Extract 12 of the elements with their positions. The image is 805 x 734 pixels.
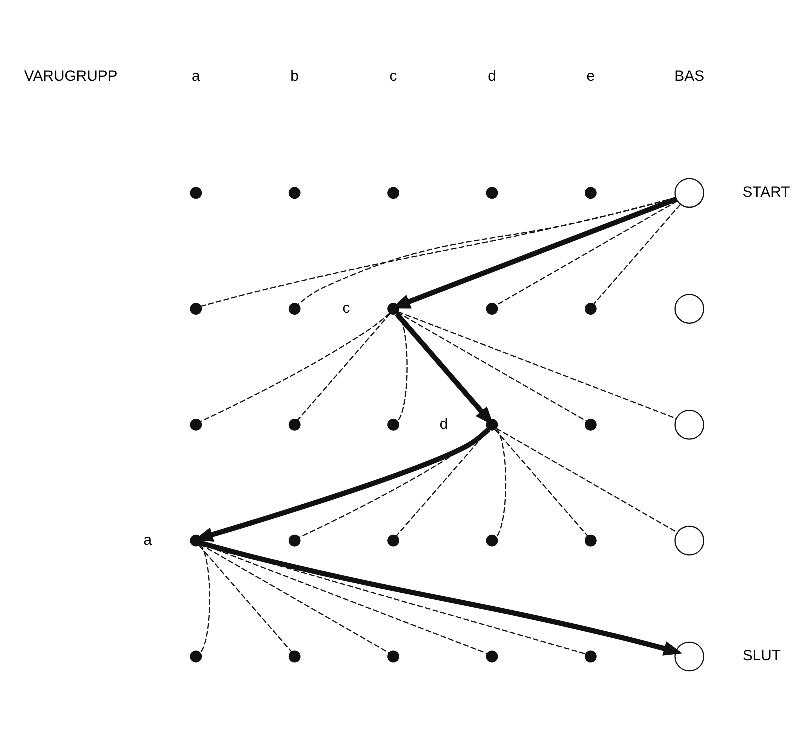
label: BAS: [674, 69, 704, 86]
label: c: [389, 69, 397, 86]
node-label: SLUT: [742, 648, 780, 665]
node-label: c: [342, 300, 350, 317]
label: e: [586, 69, 595, 86]
node-label: a: [143, 532, 152, 549]
node-label: d: [439, 416, 448, 433]
node-label: START: [742, 185, 790, 202]
label: b: [290, 69, 298, 86]
label: VARUGRUPP: [24, 69, 118, 86]
label: d: [488, 69, 496, 86]
label: a: [192, 69, 200, 86]
